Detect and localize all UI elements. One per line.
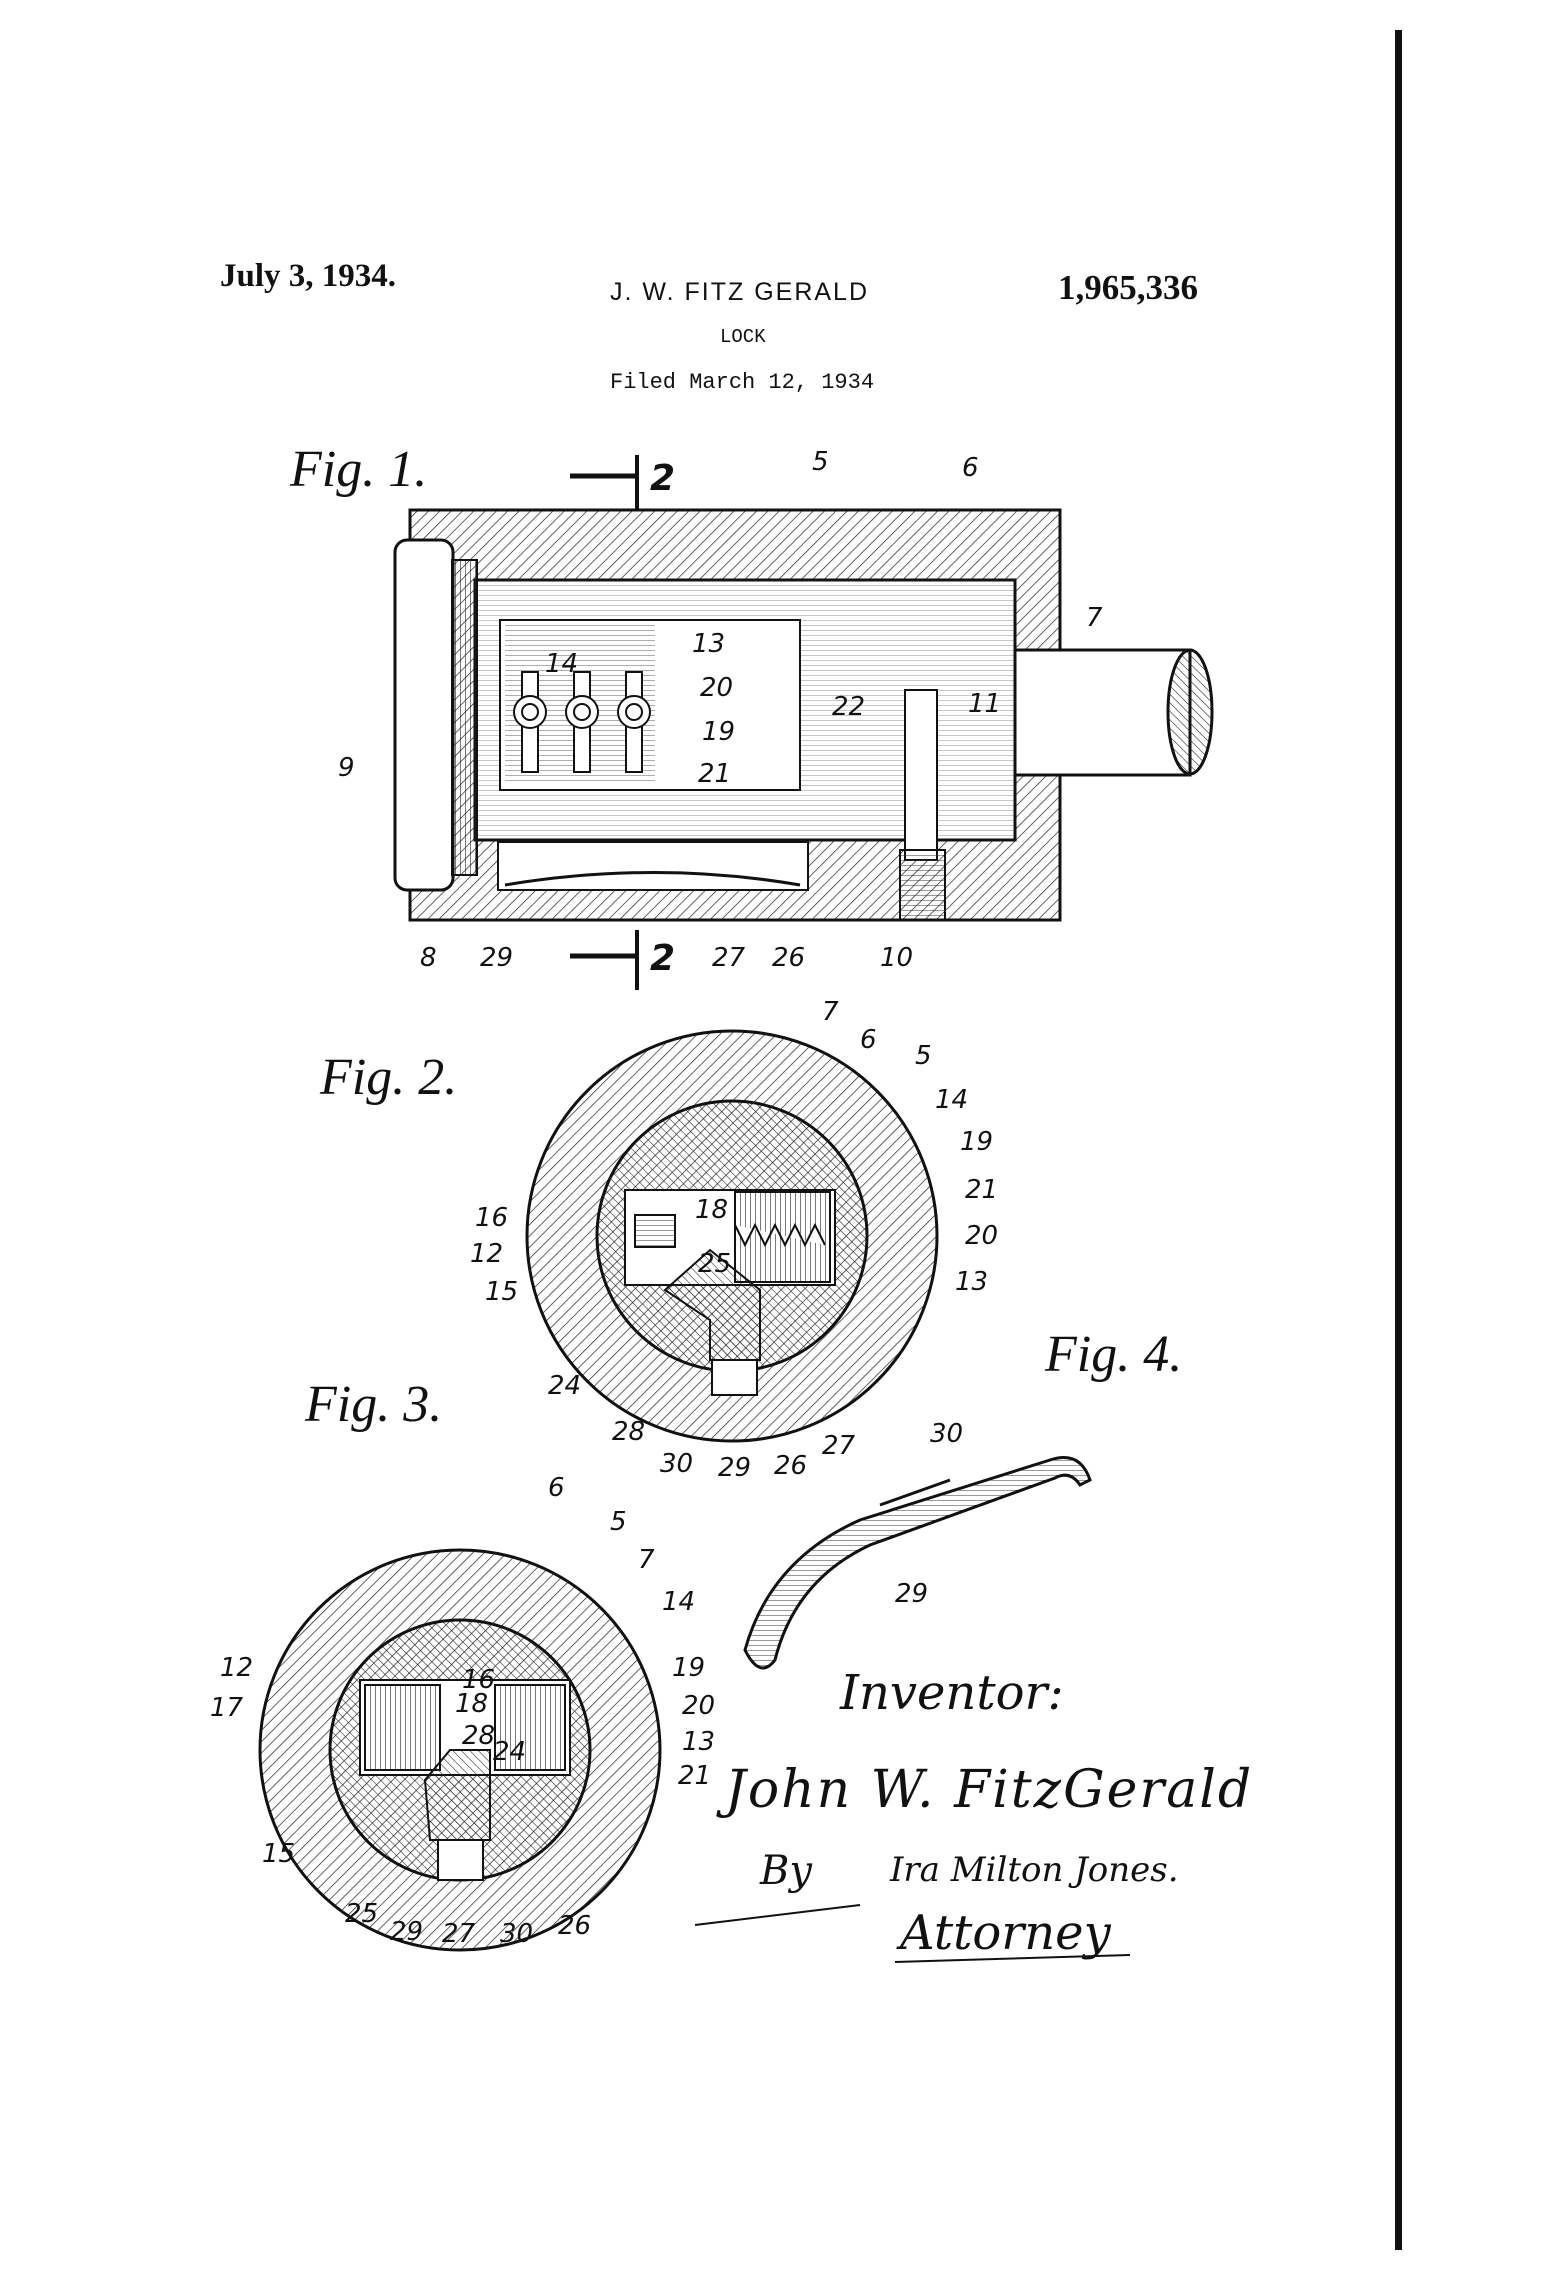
ref-16: 16	[462, 1665, 495, 1695]
fig2-reference-numerals: 7 6 5 14 19 21 20 13 16 12 15 18 25 24 2…	[470, 997, 998, 1483]
ref-13: 13	[682, 1727, 715, 1757]
ref-19: 19	[702, 717, 735, 747]
ref-30: 30	[500, 1919, 533, 1949]
fig4-label: Fig. 4.	[1045, 1326, 1183, 1383]
ref-21: 21	[678, 1761, 711, 1791]
by-label: By	[760, 1848, 812, 1894]
figure-3: 6 5 7 14 12 17 16 18 19 20 13 28 24 21 1…	[210, 1473, 715, 1952]
ref-15: 15	[485, 1277, 518, 1307]
ref-12: 12	[470, 1239, 503, 1269]
ref-7: 7	[1086, 603, 1103, 633]
ref-30: 30	[660, 1449, 693, 1479]
ref-26: 26	[774, 1451, 807, 1481]
ref-6: 6	[962, 453, 979, 483]
ref-21: 21	[698, 759, 731, 789]
ref-8: 8	[420, 943, 437, 973]
inventor-label: Inventor:	[840, 1665, 1064, 1721]
ref-14: 14	[662, 1587, 695, 1617]
ref-19: 19	[960, 1127, 993, 1157]
ref-27: 27	[822, 1431, 856, 1461]
fig1-reference-numerals: 5 6 7 9 14 13 20 19 22 11 21 8 29 27 26 …	[338, 447, 1103, 973]
ref-27: 27	[442, 1919, 476, 1949]
fig2-label: Fig. 2.	[320, 1049, 458, 1106]
figure-1: 2 2 5 6 7 9 14 13 20 19 22 11 21 8 29 27…	[338, 447, 1214, 990]
fig1-label: Fig. 1.	[290, 441, 428, 498]
ref-5: 5	[915, 1041, 932, 1071]
ref-20: 20	[700, 673, 733, 703]
ref-7: 7	[822, 997, 839, 1027]
ref-26: 26	[772, 943, 805, 973]
ref-29: 29	[718, 1453, 751, 1483]
ref-11: 11	[968, 689, 1001, 719]
section-mark-top: 2	[650, 458, 675, 499]
ref-13: 13	[955, 1267, 988, 1297]
ref-17: 17	[210, 1693, 244, 1723]
ref-9: 9	[338, 753, 355, 783]
filing-date: Filed March 12, 1934	[610, 370, 875, 395]
ref-24: 24	[493, 1737, 526, 1767]
ref-28: 28	[612, 1417, 645, 1447]
ref-25: 25	[698, 1249, 731, 1279]
figure-4: 30 29	[743, 1419, 1092, 1670]
ref-10: 10	[880, 943, 913, 973]
figure-2: 7 6 5 14 19 21 20 13 16 12 15 18 25 24 2…	[470, 997, 998, 1483]
patent-number: 1,965,336	[1058, 268, 1198, 307]
page-border-line	[1395, 30, 1402, 2250]
ref-27: 27	[712, 943, 746, 973]
ref-30: 30	[930, 1419, 963, 1449]
ref-5: 5	[610, 1507, 627, 1537]
ref-15: 15	[262, 1839, 295, 1869]
ref-28: 28	[462, 1721, 495, 1751]
ref-22: 22	[832, 692, 865, 722]
ref-16: 16	[475, 1203, 508, 1233]
ref-5: 5	[812, 447, 829, 477]
fig3-label: Fig. 3.	[305, 1376, 443, 1433]
ref-14: 14	[545, 649, 578, 679]
ref-19: 19	[672, 1653, 705, 1683]
ref-7: 7	[638, 1545, 655, 1575]
ref-29: 29	[480, 943, 513, 973]
ref-20: 20	[682, 1691, 715, 1721]
attorney-label: Attorney	[900, 1905, 1111, 1961]
ref-14: 14	[935, 1085, 968, 1115]
inventor-signature: John W. FitzGerald	[725, 1760, 1254, 1820]
ref-6: 6	[548, 1473, 565, 1503]
attorney-signature: Ira Milton Jones.	[890, 1850, 1179, 1890]
ref-13: 13	[692, 629, 725, 659]
ref-26: 26	[558, 1911, 591, 1941]
ref-25: 25	[345, 1899, 378, 1929]
ref-18: 18	[695, 1195, 728, 1225]
inventor-name: J. W. FITZ GERALD	[610, 278, 870, 306]
section-mark-bottom: 2	[650, 938, 675, 979]
fig4-reference-numerals: 30 29	[895, 1419, 963, 1609]
ref-20: 20	[965, 1221, 998, 1251]
ref-24: 24	[548, 1371, 581, 1401]
ref-12: 12	[220, 1653, 253, 1683]
patent-title: LOCK	[720, 326, 766, 348]
ref-21: 21	[965, 1175, 998, 1205]
patent-date: July 3, 1934.	[220, 258, 397, 294]
ref-29: 29	[390, 1917, 423, 1947]
ref-6: 6	[860, 1025, 877, 1055]
fig3-reference-numerals: 6 5 7 14 12 17 16 18 19 20 13 28 24 21 1…	[210, 1473, 715, 1949]
ref-18: 18	[455, 1689, 488, 1719]
ref-29: 29	[895, 1579, 928, 1609]
